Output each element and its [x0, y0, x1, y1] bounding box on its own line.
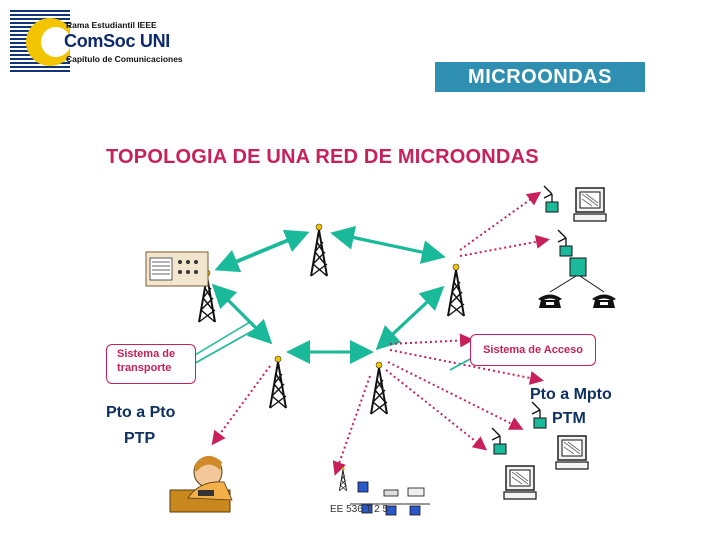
computer-top-icon [573, 187, 607, 222]
ptp-label: Pto a Pto [106, 404, 176, 421]
tower-top-icon [310, 223, 328, 277]
slide-subtitle: TOPOLOGIA DE UNA RED DE MICROONDAS [106, 146, 539, 168]
mux-box-icon [569, 257, 587, 277]
ptm-abbr-label: PTM [552, 410, 586, 427]
logo-line3: Capítulo de Comunicaciones [66, 54, 183, 64]
footer-text: EE 536 T 2 5 [330, 504, 389, 515]
computer-bottom-right-icon [555, 435, 589, 470]
computer-bottom-left-icon [503, 465, 537, 500]
tower-bottom-left-icon [269, 355, 287, 409]
tower-bottom-right-icon [370, 361, 388, 415]
terminal-bottom-icon [491, 427, 507, 455]
phone-left-icon [538, 294, 562, 308]
lan-network-icon [338, 466, 430, 516]
operator-person-icon [169, 455, 233, 513]
backbone-links [211, 225, 446, 364]
terminal-mid-icon [557, 229, 573, 257]
logo-emblem-icon [10, 10, 74, 74]
terminal-bottom-right-icon [531, 401, 547, 429]
access-links [211, 191, 550, 476]
exchange-panel-icon [145, 251, 209, 287]
access-callout: Sistema de Acceso [470, 334, 596, 366]
logo-line1: Rama Estudiantil IEEE [66, 20, 157, 30]
tower-right-icon [447, 263, 465, 317]
callout-pointers [189, 321, 495, 371]
ptp-abbr-label: PTP [124, 430, 156, 447]
ptm-label: Pto a Mpto [530, 386, 612, 403]
comsoc-logo [10, 10, 182, 74]
logo-line2: ComSoc UNI [64, 31, 171, 51]
phone-right-icon [592, 294, 616, 308]
slide-title: MICROONDAS [435, 62, 645, 92]
terminal-top-icon [543, 185, 559, 213]
transport-callout: Sistema de transporte [106, 344, 196, 384]
